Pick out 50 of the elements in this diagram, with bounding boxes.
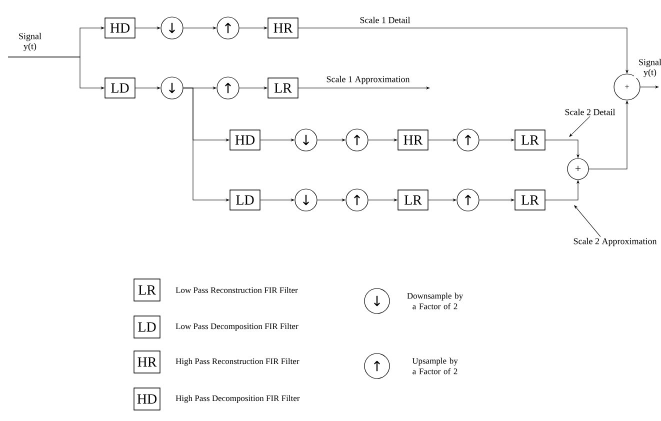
- annotation-text: Scale 2 Detail: [565, 108, 616, 116]
- filter-box: LR: [398, 190, 428, 210]
- arrow: [588, 100, 628, 170]
- arrow: [368, 138, 398, 142]
- legend-text: Low Pass Decomposition FIR Filter: [176, 323, 298, 331]
- legend-text: Low Pass Reconstruction FIR Filter: [176, 287, 298, 293]
- arrow: [479, 138, 514, 142]
- arrow: [545, 140, 580, 158]
- filter-box: LR: [514, 130, 546, 150]
- filter-box: LD: [230, 190, 260, 210]
- filter-box: LR: [268, 78, 298, 98]
- arrow: [183, 88, 230, 202]
- filter-box: LD: [104, 78, 136, 98]
- arrow: [239, 86, 268, 90]
- arrow: [545, 180, 580, 200]
- arrow: [298, 28, 628, 74]
- arrow: [135, 26, 160, 30]
- arrow: [428, 138, 456, 142]
- filter-box: HD: [230, 130, 260, 150]
- legend-text: High Pass Decomposition FIR Filter: [176, 395, 300, 403]
- legend-box: LD: [134, 316, 160, 338]
- arrow: [260, 198, 294, 202]
- arrow: [640, 86, 659, 88]
- arrow: [8, 56, 104, 90]
- legend-text: High Pass Reconstruction FIR Filter: [176, 358, 300, 366]
- filter-box: HR: [398, 130, 428, 150]
- leader-line: [569, 116, 590, 137]
- leader-line: [574, 205, 601, 237]
- arrow: [368, 198, 398, 202]
- arrow: [183, 26, 216, 30]
- arrow: [317, 198, 346, 202]
- legend-text: Upsample by a Factor of 2: [412, 358, 458, 374]
- filter-box: LR: [514, 190, 546, 210]
- filter-box: HD: [104, 18, 136, 38]
- filter-box: HR: [268, 18, 298, 38]
- arrow: [317, 138, 346, 142]
- arrow: [479, 198, 514, 202]
- legend-box: LR: [134, 278, 160, 302]
- legend-text: Downsample by a Factor of 2: [407, 292, 464, 310]
- legend-box: HR: [134, 350, 160, 374]
- arrow: [135, 86, 160, 90]
- arrow: [428, 198, 456, 202]
- arrow: [239, 26, 268, 30]
- edge-label: Scale 1 Approximation: [325, 74, 411, 86]
- legend-box: HD: [134, 388, 160, 410]
- arrow: [260, 138, 294, 142]
- edge-label: Scale 1 Detail: [358, 16, 412, 24]
- annotation-text: Scale 2 Approximation: [574, 238, 657, 246]
- arrow: [298, 86, 430, 90]
- edge-label: Signal y(t): [14, 32, 46, 52]
